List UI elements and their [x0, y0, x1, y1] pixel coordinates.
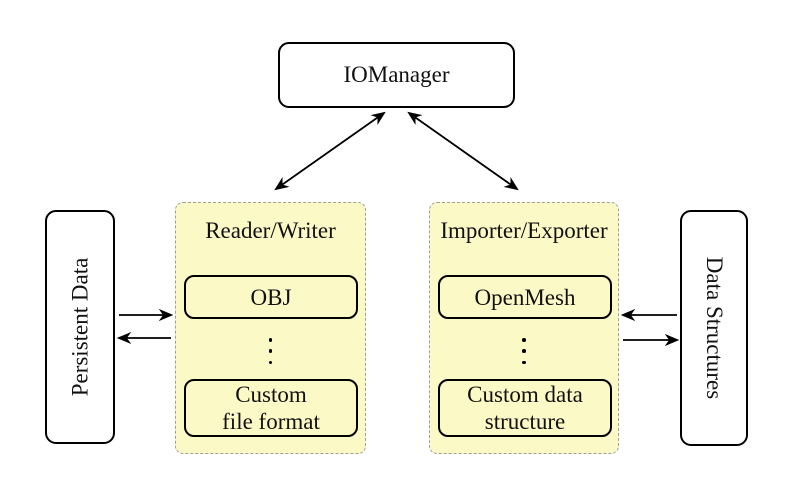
node-obj-label: OBJ [250, 284, 292, 310]
node-custom-file-format-line1: Custom [235, 382, 307, 407]
node-iomanager: IOManager [278, 42, 515, 108]
node-iomanager-label: IOManager [343, 62, 450, 87]
node-persistent-data: Persistent Data [45, 210, 115, 444]
node-data-structures: Data Structures [680, 210, 748, 446]
arrow-iomanager-readerwriter [274, 111, 386, 191]
arrow-iomanager-importerexporter [407, 111, 519, 191]
node-obj: OBJ [184, 275, 358, 319]
node-custom-file-format-line2: file format [222, 409, 320, 434]
panel-reader-writer: Reader/Writer OBJ Custom file format [175, 202, 366, 454]
node-openmesh: OpenMesh [438, 275, 612, 319]
node-custom-data-structure-line2: structure [484, 409, 566, 434]
node-data-structures-label: Data Structures [702, 256, 727, 400]
node-custom-data-structure-line1: Custom data [467, 382, 583, 407]
vertical-ellipsis-icon [176, 338, 365, 364]
node-persistent-data-label: Persistent Data [67, 257, 93, 397]
panel-importer-exporter: Importer/Exporter OpenMesh Custom data s… [429, 202, 619, 454]
panel-importer-exporter-title: Importer/Exporter [440, 218, 608, 243]
node-openmesh-label: OpenMesh [474, 284, 576, 310]
vertical-ellipsis-icon [430, 338, 618, 364]
node-custom-data-structure: Custom data structure [438, 379, 612, 437]
node-custom-file-format: Custom file format [184, 379, 358, 437]
panel-reader-writer-title: Reader/Writer [205, 218, 336, 243]
